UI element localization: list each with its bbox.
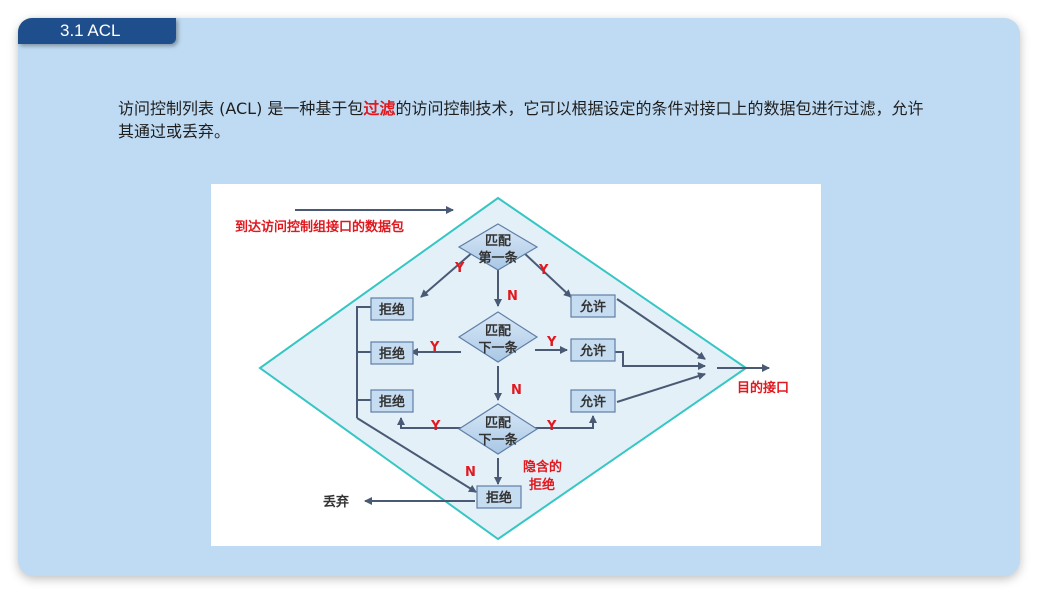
permit-box-3: 允许 [570, 389, 616, 413]
deny-box-3-label: 拒绝 [379, 394, 405, 410]
flow-arrows [356, 251, 770, 505]
decision-match-next-2: 匹配 下一条 [457, 403, 539, 455]
implicit-deny-line2: 拒绝 [529, 477, 555, 493]
no-label-2: N [511, 383, 522, 398]
yes-label-4: Y [546, 335, 557, 350]
deny-box-2: 拒绝 [370, 341, 414, 365]
acl-region-diamond [258, 196, 748, 541]
paragraph-text-before: 访问控制列表 (ACL) 是一种基于包 [118, 99, 364, 118]
match-next-1-line2: 下一条 [478, 340, 518, 356]
incoming-label: 到达访问控制组接口的数据包 [235, 219, 404, 235]
permit-box-2: 允许 [570, 338, 616, 362]
no-label-3: N [465, 465, 476, 480]
match-next-2-line2: 下一条 [478, 432, 518, 448]
implicit-deny-line1: 隐含的 [523, 459, 562, 475]
deny-box-2-label: 拒绝 [379, 346, 405, 362]
decision-match-next-1: 匹配 下一条 [457, 311, 539, 363]
paragraph-highlight: 过滤 [363, 99, 396, 118]
discard-label: 丢弃 [323, 494, 349, 510]
acl-flowchart-svg: 到达访问控制组接口的数据包 匹配 第一条 匹配 下一条 匹配 下一条 [235, 196, 789, 541]
match-first-line1: 匹配 [485, 234, 511, 249]
match-first-line2: 第一条 [478, 250, 518, 266]
permit-box-3-label: 允许 [579, 394, 606, 410]
yes-label-5: Y [430, 419, 441, 434]
yes-label-3: Y [429, 340, 440, 355]
yes-label-2: Y [538, 263, 549, 278]
deny-box-implicit: 拒绝 [476, 485, 522, 509]
yes-label-1: Y [454, 261, 465, 276]
permit-box-1-label: 允许 [579, 299, 606, 315]
deny-box-1-label: 拒绝 [379, 302, 405, 318]
paragraph-text-after: 的访问控制技术，它可以根据设定的条件对接口上的数据包进行过滤，允许其通过或丢弃。 [118, 99, 924, 141]
intro-paragraph: 访问控制列表 (ACL) 是一种基于包过滤的访问控制技术，它可以根据设定的条件对… [118, 97, 928, 143]
match-next-2-line1: 匹配 [485, 416, 511, 431]
deny-box-3: 拒绝 [370, 389, 414, 413]
decision-match-first: 匹配 第一条 [457, 223, 539, 271]
deny-box-1: 拒绝 [370, 297, 414, 321]
no-label-1: N [507, 289, 518, 304]
permit-box-1: 允许 [570, 294, 616, 318]
yes-label-6: Y [546, 419, 557, 434]
section-tab: 3.1 ACL [18, 18, 176, 44]
match-next-1-line1: 匹配 [485, 324, 511, 339]
destination-label: 目的接口 [737, 380, 789, 396]
deny-box-implicit-label: 拒绝 [486, 490, 512, 506]
acl-flowchart: 到达访问控制组接口的数据包 匹配 第一条 匹配 下一条 匹配 下一条 [211, 184, 821, 546]
permit-box-2-label: 允许 [579, 343, 606, 359]
